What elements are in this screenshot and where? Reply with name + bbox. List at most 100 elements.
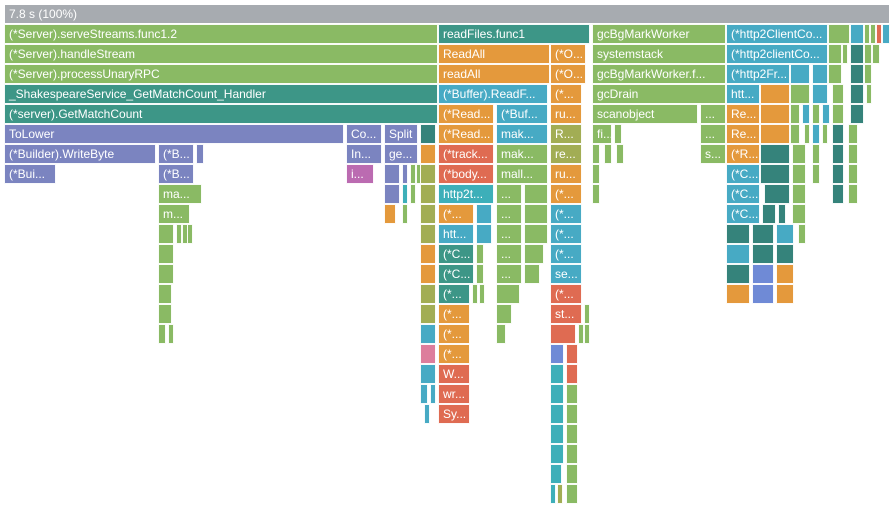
flame-frame[interactable]: http2t... <box>438 184 494 204</box>
flame-frame[interactable]: (*http2clientCo... <box>726 44 828 64</box>
flame-frame[interactable] <box>850 104 864 124</box>
flame-frame[interactable] <box>420 384 428 404</box>
flame-frame[interactable] <box>384 204 396 224</box>
flame-frame[interactable] <box>752 224 774 244</box>
flame-frame[interactable] <box>158 244 174 264</box>
flame-frame[interactable] <box>832 124 844 144</box>
flame-frame[interactable]: (*server).GetMatchCount <box>4 104 438 124</box>
flame-frame[interactable] <box>420 264 436 284</box>
flame-frame[interactable] <box>496 324 506 344</box>
flame-frame[interactable]: (*Builder).WriteByte <box>4 144 156 164</box>
flame-frame[interactable] <box>402 164 408 184</box>
flame-frame[interactable] <box>524 184 548 204</box>
flame-frame[interactable] <box>832 184 844 204</box>
flame-frame[interactable] <box>764 184 790 204</box>
flame-frame[interactable]: gcDrain <box>592 84 726 104</box>
flame-frame[interactable] <box>420 144 436 164</box>
flame-frame[interactable] <box>832 104 844 124</box>
flame-frame[interactable] <box>410 164 416 184</box>
flame-frame[interactable] <box>776 284 794 304</box>
flame-frame[interactable] <box>832 144 844 164</box>
flame-frame[interactable] <box>550 444 564 464</box>
flame-frame[interactable]: ... <box>700 104 726 124</box>
flame-frame[interactable] <box>776 224 794 244</box>
flame-frame[interactable] <box>557 484 563 504</box>
flame-frame[interactable]: (*Server).processUnaryRPC <box>4 64 438 84</box>
flame-frame[interactable] <box>424 404 430 424</box>
flame-frame[interactable]: (*Buffer).ReadF... <box>438 84 548 104</box>
flame-frame[interactable] <box>812 84 828 104</box>
flame-frame[interactable]: _ShakespeareService_GetMatchCount_Handle… <box>4 84 438 104</box>
flame-frame[interactable] <box>566 464 578 484</box>
flame-frame[interactable] <box>472 284 478 304</box>
flame-frame[interactable] <box>848 124 858 144</box>
flame-frame[interactable]: (*Bui... <box>4 164 56 184</box>
flame-frame[interactable] <box>776 264 794 284</box>
flame-frame[interactable]: gcBgMarkWorker <box>592 24 726 44</box>
flame-frame[interactable]: s... <box>700 144 726 164</box>
flame-frame[interactable] <box>550 404 564 424</box>
flame-frame[interactable] <box>832 164 844 184</box>
flame-frame[interactable]: Re... <box>726 124 760 144</box>
flame-frame[interactable]: gcBgMarkWorker.f... <box>592 64 726 84</box>
flame-frame[interactable] <box>804 124 810 144</box>
flame-frame[interactable]: i... <box>346 164 374 184</box>
flame-frame[interactable]: readAll <box>438 64 550 84</box>
flame-frame[interactable] <box>496 284 520 304</box>
flame-frame[interactable] <box>476 264 484 284</box>
flame-frame[interactable] <box>384 184 400 204</box>
flame-frame[interactable] <box>168 324 174 344</box>
flame-frame[interactable] <box>524 244 544 264</box>
flame-frame[interactable] <box>850 24 864 44</box>
flame-frame[interactable]: (*B... <box>158 164 194 184</box>
flame-frame[interactable] <box>430 384 436 404</box>
flame-frame[interactable] <box>790 104 800 124</box>
flame-frame[interactable] <box>822 104 830 124</box>
flame-frame[interactable] <box>578 324 584 344</box>
flame-frame[interactable]: wr... <box>438 384 470 404</box>
flame-frame[interactable] <box>792 184 806 204</box>
flame-frame[interactable] <box>158 304 172 324</box>
flame-frame[interactable]: systemstack <box>592 44 726 64</box>
flame-frame[interactable]: (*... <box>550 224 582 244</box>
flame-frame[interactable]: (*body... <box>438 164 494 184</box>
flame-frame[interactable] <box>812 104 820 124</box>
flame-frame[interactable]: ma... <box>158 184 202 204</box>
flame-frame[interactable] <box>158 284 172 304</box>
flame-frame[interactable]: W... <box>438 364 470 384</box>
flame-frame[interactable]: (*O... <box>550 64 586 84</box>
flame-frame[interactable]: (*C... <box>726 164 760 184</box>
flame-frame[interactable]: se... <box>550 264 582 284</box>
flame-frame[interactable] <box>566 444 578 464</box>
flame-frame[interactable] <box>566 364 578 384</box>
flame-frame[interactable]: Re... <box>726 104 760 124</box>
flame-frame[interactable]: htt... <box>726 84 760 104</box>
flame-frame[interactable] <box>850 44 864 64</box>
flame-frame[interactable]: fi... <box>592 124 612 144</box>
flame-frame[interactable] <box>566 384 578 404</box>
flame-frame[interactable]: Split <box>384 124 418 144</box>
flame-frame[interactable] <box>872 44 880 64</box>
flame-frame[interactable]: (*Buf... <box>496 104 548 124</box>
flame-frame[interactable] <box>752 264 774 284</box>
flame-frame[interactable] <box>616 144 624 164</box>
flame-frame[interactable] <box>792 204 806 224</box>
flame-frame[interactable]: (*B... <box>158 144 194 164</box>
flame-frame[interactable] <box>550 364 564 384</box>
flame-frame[interactable] <box>176 224 182 244</box>
flame-frame[interactable] <box>812 164 820 184</box>
flame-frame[interactable] <box>864 44 872 64</box>
flame-frame[interactable] <box>812 64 828 84</box>
flame-frame[interactable]: m... <box>158 204 190 224</box>
flame-frame[interactable] <box>850 84 864 104</box>
flame-frame[interactable] <box>158 264 174 284</box>
flame-frame[interactable] <box>802 104 810 124</box>
flame-frame[interactable]: scanobject <box>592 104 698 124</box>
flame-frame[interactable] <box>760 124 790 144</box>
flame-frame[interactable] <box>812 144 820 164</box>
flame-frame[interactable]: ge... <box>384 144 418 164</box>
flame-frame[interactable]: (*... <box>438 324 470 344</box>
flame-frame[interactable] <box>752 284 774 304</box>
flame-frame[interactable] <box>420 364 436 384</box>
flame-frame[interactable] <box>550 464 562 484</box>
